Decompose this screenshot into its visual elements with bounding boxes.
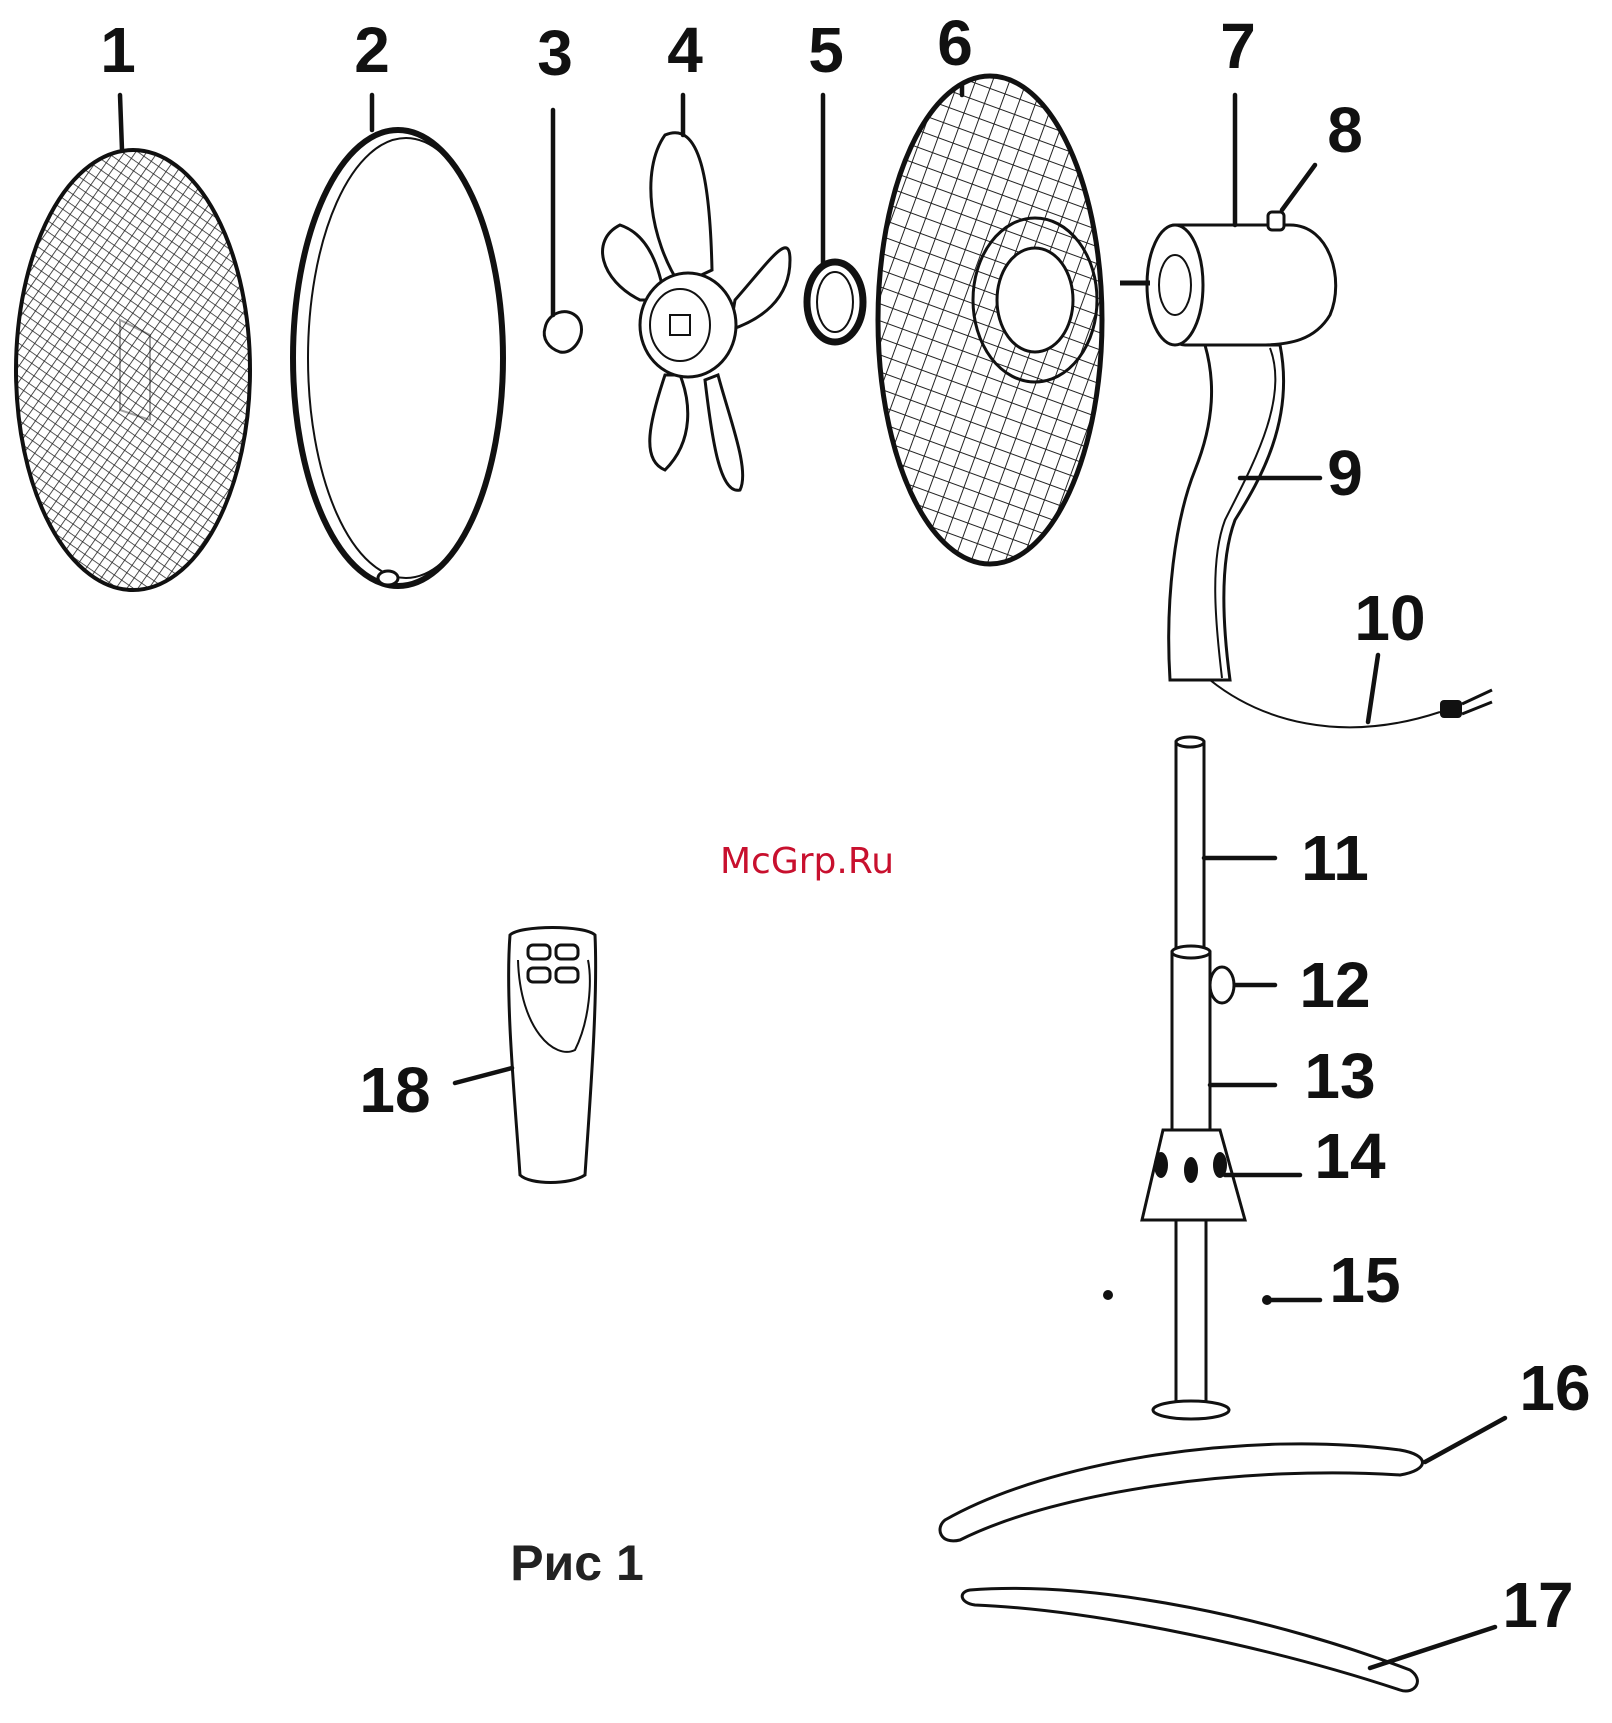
spinner-cap: [544, 312, 581, 353]
label-part-4: 4: [667, 14, 703, 86]
label-part-16: 16: [1519, 1352, 1590, 1424]
label-part-5: 5: [808, 14, 844, 86]
label-part-9: 9: [1327, 437, 1363, 509]
fan-blade: [603, 133, 790, 491]
remote-control: [509, 928, 596, 1183]
base-foot-upper: [940, 1444, 1423, 1541]
label-part-2: 2: [354, 14, 390, 86]
label-part-13: 13: [1304, 1040, 1375, 1112]
height-lock-knob: [1210, 967, 1234, 1003]
watermark: McGrp.Ru: [720, 841, 894, 882]
label-part-14: 14: [1314, 1120, 1386, 1192]
label-part-1: 1: [100, 14, 136, 86]
lock-nut: [807, 262, 863, 342]
leader-16: [1425, 1418, 1505, 1462]
label-part-3: 3: [537, 17, 573, 89]
figure-caption: Рис 1: [510, 1535, 644, 1591]
power-cord: [1210, 680, 1492, 727]
front-grille: [16, 150, 250, 590]
leader-10: [1368, 655, 1378, 722]
part-number-labels: 1 2 3 4 5 6 7 8 9 10 11 12 13 14 15 16 1…: [100, 7, 1590, 1641]
lower-pole: [1172, 946, 1210, 1137]
label-part-15: 15: [1329, 1244, 1400, 1316]
support-arm: [1169, 345, 1284, 680]
label-part-8: 8: [1327, 94, 1363, 166]
label-part-10: 10: [1354, 582, 1425, 654]
motor-housing: [1120, 225, 1336, 345]
rear-grille: [878, 76, 1102, 564]
leader-8: [1282, 165, 1315, 210]
leader-1: [120, 95, 122, 150]
oscillation-knob: [1268, 212, 1284, 230]
label-part-12: 12: [1299, 949, 1370, 1021]
grille-ring: [293, 130, 504, 586]
label-part-17: 17: [1502, 1569, 1573, 1641]
label-part-7: 7: [1220, 10, 1256, 82]
leader-18: [455, 1068, 512, 1083]
leader-17: [1370, 1627, 1495, 1668]
label-part-6: 6: [937, 7, 973, 79]
base-foot-lower: [962, 1588, 1417, 1691]
label-part-11: 11: [1301, 822, 1369, 894]
label-part-18: 18: [359, 1054, 430, 1126]
upper-pole: [1176, 737, 1204, 952]
